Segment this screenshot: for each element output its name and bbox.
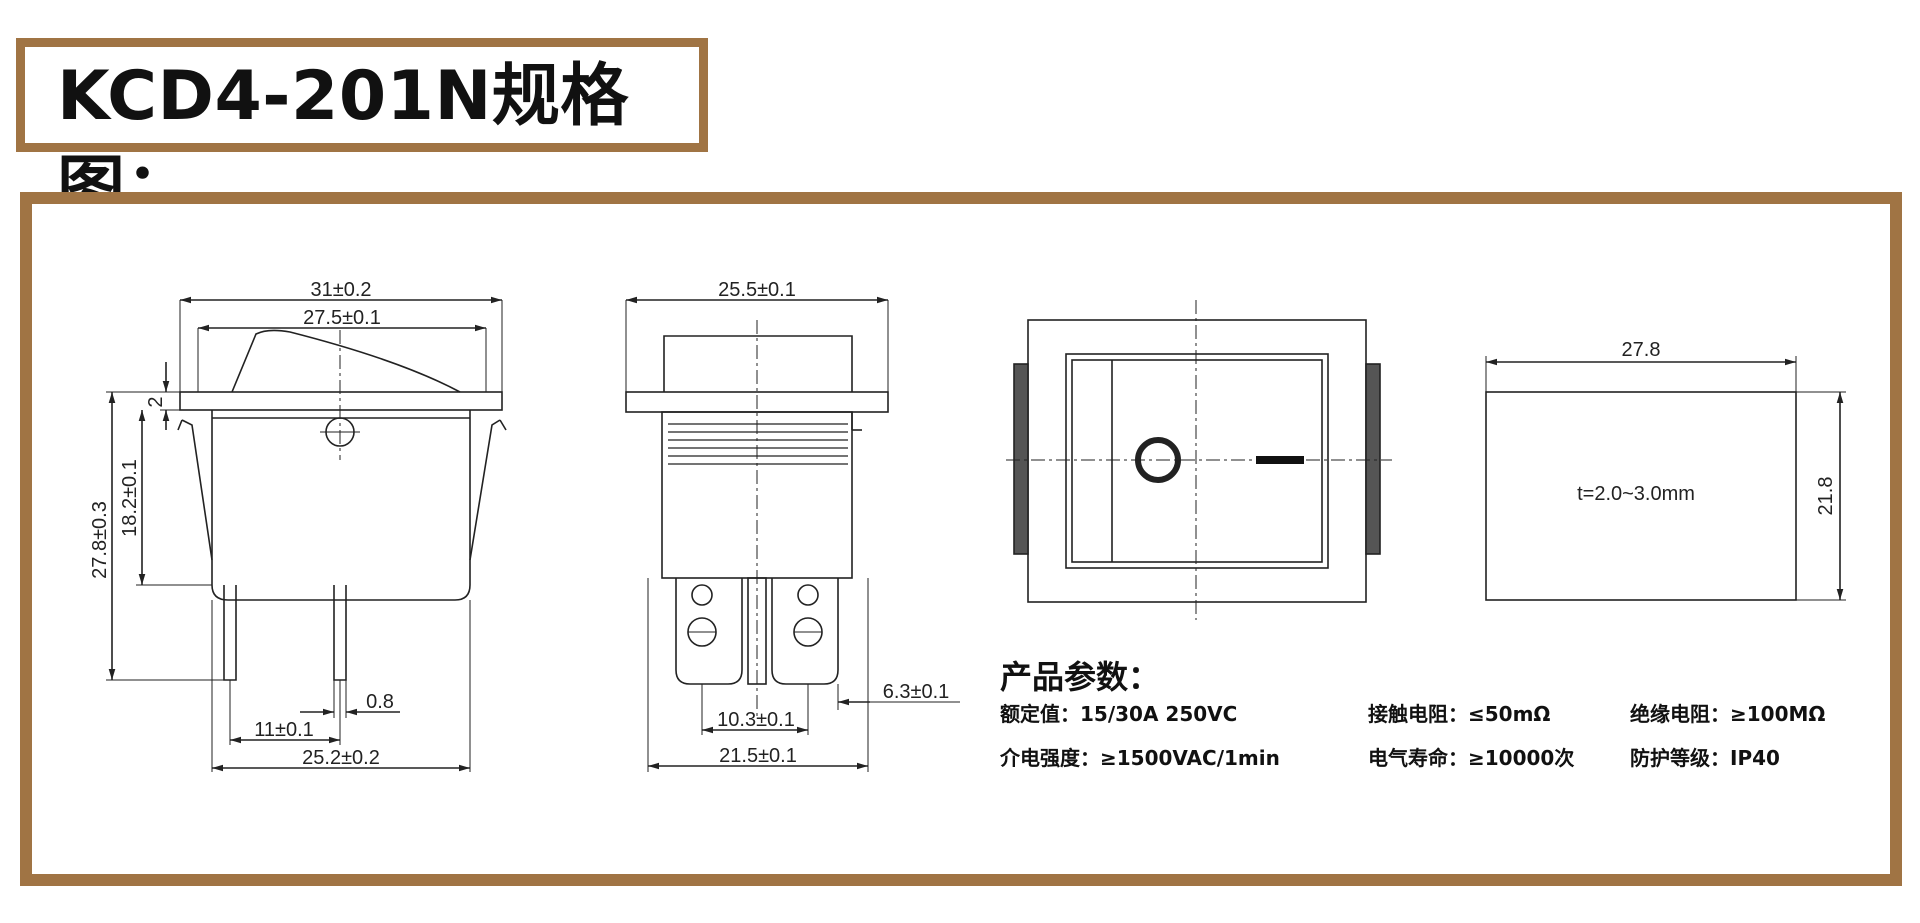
dim-cutout-width: 27.8 [1622, 339, 1661, 361]
dim-body-width: 25.2±0.2 [302, 747, 380, 769]
spec-protection-class: 防护等级：IP40 [1630, 742, 1780, 771]
spec-value: IP40 [1730, 746, 1780, 770]
spec-label: 额定值： [1000, 702, 1080, 726]
dim-cutout-thickness: t=2.0~3.0mm [1577, 483, 1695, 505]
dim-cutout-height: 21.8 [1815, 477, 1837, 516]
specs-heading: 产品参数： [1000, 658, 1161, 696]
spec-label: 绝缘电阻： [1630, 702, 1730, 726]
dim-pin-spacing: 11±0.1 [254, 719, 314, 741]
top-view [1006, 300, 1392, 620]
spec-contact-resistance: 接触电阻：≤50mΩ [1368, 698, 1550, 727]
dim-width-overall: 31±0.2 [310, 279, 371, 301]
spec-dielectric-strength: 介电强度：≥1500VAC/1min [1000, 742, 1280, 771]
front-view [625, 296, 960, 772]
spec-value: ≥100MΩ [1730, 702, 1826, 726]
spec-value: ≥1500VAC/1min [1100, 746, 1280, 770]
dim-terminal-width: 6.3±0.1 [883, 681, 950, 703]
spec-rating: 额定值：15/30A 250VC [1000, 698, 1237, 727]
dim-height-flange: 2 [145, 396, 167, 407]
dim-width-rocker: 27.5±0.1 [303, 307, 381, 329]
side-view [106, 296, 507, 772]
dim-height-body: 18.2±0.1 [119, 459, 141, 537]
dim-front-width-top: 25.5±0.1 [718, 279, 796, 301]
spec-value: ≥10000次 [1468, 746, 1575, 770]
dim-front-body-width: 21.5±0.1 [719, 745, 797, 767]
spec-electrical-life: 电气寿命：≥10000次 [1368, 742, 1574, 771]
spec-label: 介电强度： [1000, 746, 1100, 770]
spec-insulation-resistance: 绝缘电阻：≥100MΩ [1630, 698, 1825, 727]
spec-label: 接触电阻： [1368, 702, 1468, 726]
spec-value: ≤50mΩ [1468, 702, 1551, 726]
dim-height-total: 27.8±0.3 [89, 501, 111, 579]
spec-value: 15/30A 250VC [1080, 702, 1238, 726]
dim-terminal-spacing: 10.3±0.1 [717, 709, 795, 731]
cutout-view [1485, 356, 1846, 601]
spec-label: 电气寿命： [1368, 746, 1468, 770]
dim-pin-thickness: 0.8 [366, 691, 394, 713]
spec-label: 防护等级： [1630, 746, 1730, 770]
